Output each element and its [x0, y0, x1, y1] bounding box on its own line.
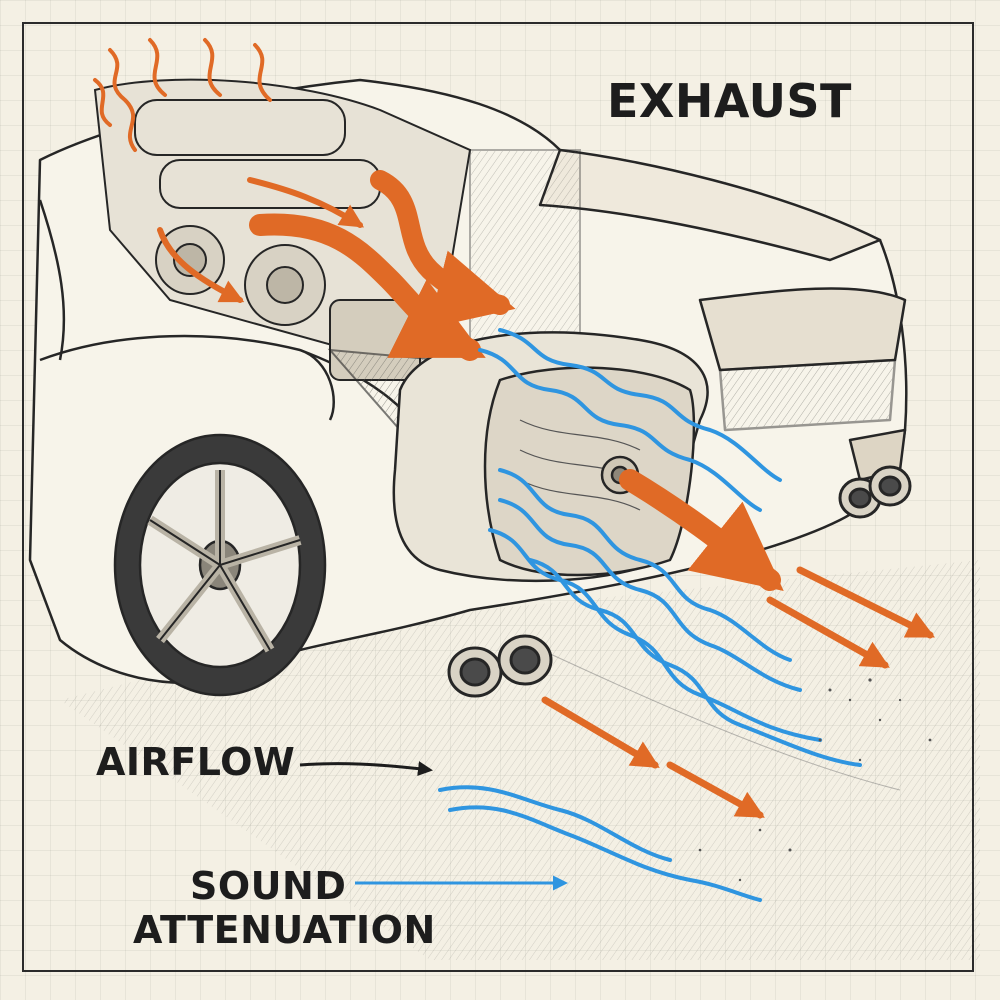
airflow-wave [448, 805, 762, 902]
rear-wheel [113, 433, 327, 697]
muffler [392, 331, 709, 583]
airflow-wave [498, 498, 802, 692]
airflow-wave [498, 328, 782, 482]
exhaust-flow-arrow [247, 177, 365, 228]
exhaust-flow-arrow [370, 170, 516, 329]
airflow-label: AIRFLOW [96, 740, 296, 784]
sound-attenuation-label-line1: SOUND [190, 864, 347, 908]
dust-speckles [698, 678, 932, 882]
exhaust-flow-arrow [796, 566, 936, 639]
airflow-wave [498, 468, 792, 662]
exhaust-flow-arrow [541, 696, 660, 769]
airflow-leader-arrow [299, 761, 433, 777]
sound-attenuation-label-line2: ATTENUATION [133, 908, 436, 952]
airflow-wave [528, 558, 862, 767]
airflow-wave [438, 785, 672, 862]
airflow-wave [478, 348, 762, 512]
label-leaders [299, 761, 568, 891]
exhaust-flow-arrow [666, 761, 765, 819]
exhaust-tips [447, 465, 912, 698]
diagram-frame [22, 22, 974, 972]
exhaust-flow-arrow [766, 596, 890, 669]
exhaust-label: EXHAUST [607, 74, 852, 128]
exhaust-flow-arrows [157, 170, 936, 819]
exhaust-flow-arrow [619, 469, 784, 591]
airflow-wave [488, 528, 822, 742]
exhaust-flow-arrow [157, 227, 245, 303]
engine-block [93, 78, 581, 432]
airflow-waves [438, 328, 862, 902]
heat-waves [93, 38, 272, 152]
